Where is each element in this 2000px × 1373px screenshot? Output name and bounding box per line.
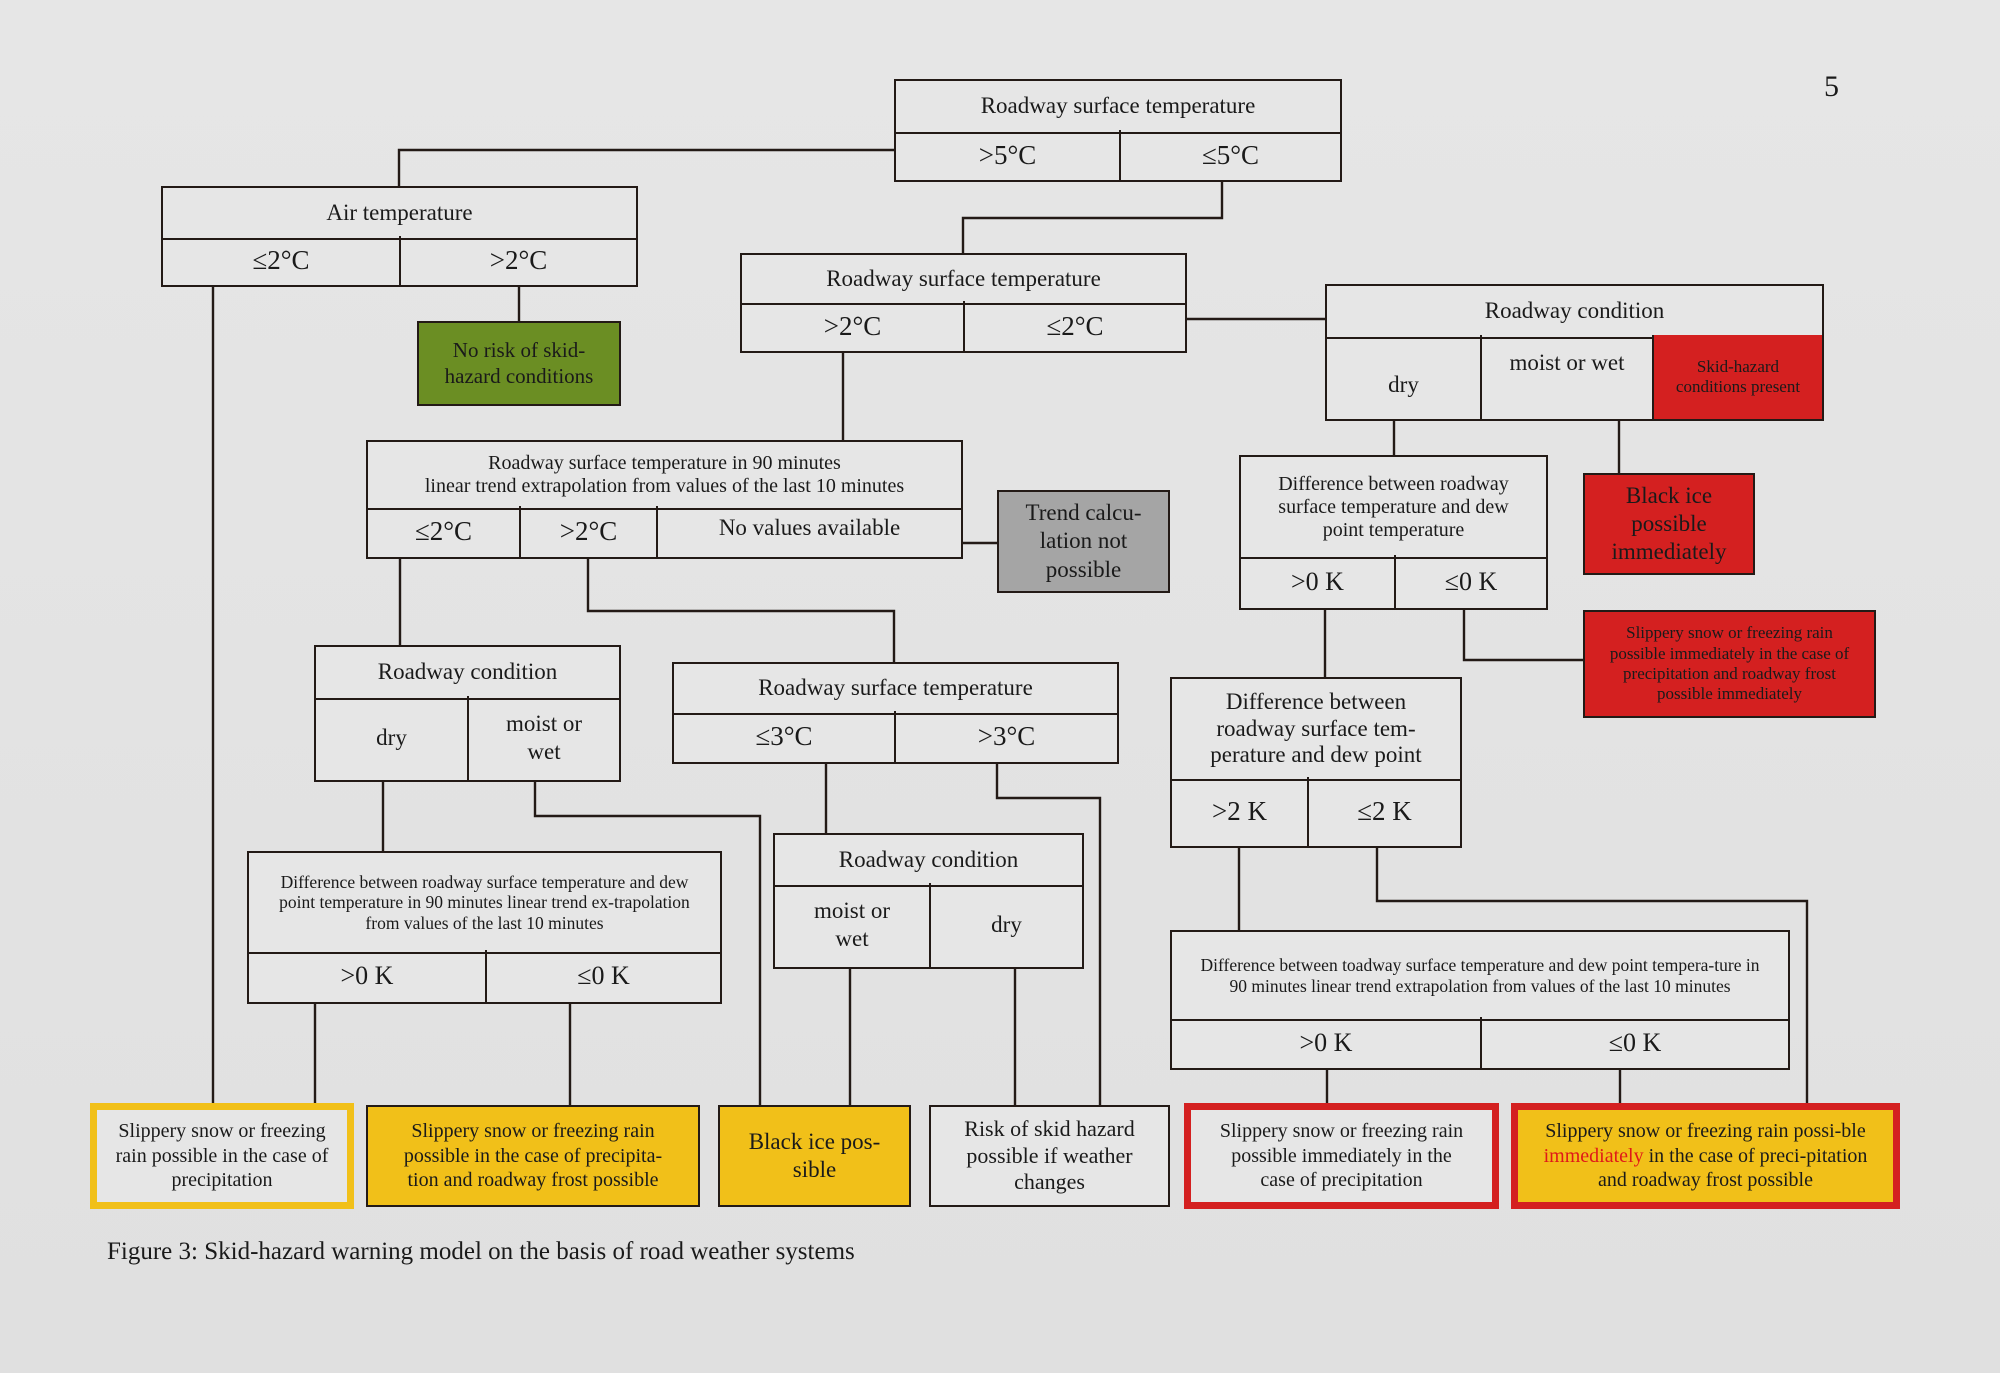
connector	[961, 182, 1224, 253]
option-gt-2c: >2°C	[489, 245, 548, 276]
decision-dew-trend-right: Difference between toadway surface tempe…	[1170, 930, 1790, 1070]
decision-air-temperature: Air temperature ≤2°C >2°C	[161, 186, 638, 287]
outcome-slippery-immediately-frost: Slippery snow or freezing rain possi-ble…	[1511, 1103, 1900, 1209]
figure-caption: Figure 3: Skid-hazard warning model on t…	[107, 1238, 855, 1265]
option-le-2c: ≤2°C	[163, 236, 401, 285]
option-no-values: No values available	[718, 515, 901, 540]
outcome-text: Trend calcu-lation not possible	[1025, 500, 1142, 582]
decision-title: Air temperature	[163, 188, 636, 240]
outcome-trend-not-possible: Trend calcu-lation not possible	[997, 490, 1170, 593]
outcome-text: Black ice possible immediately	[1611, 482, 1727, 565]
option-le-5c: ≤5°C	[1201, 139, 1260, 170]
page-number: 5	[1824, 70, 1839, 103]
option-gt-0k: >0 K	[1241, 555, 1396, 608]
decision-title: Difference between toadway surface tempe…	[1172, 932, 1788, 1021]
option-le-2k: ≤2 K	[1357, 796, 1412, 827]
decision-title: Roadway surface temperature	[742, 255, 1185, 305]
option-gt-2k: >2 K	[1172, 777, 1309, 846]
option-moist-or-wet: moist or wet	[775, 883, 931, 967]
option-gt-5c: >5°C	[896, 130, 1121, 180]
connector	[1462, 610, 1583, 662]
option-le-0k: ≤0 K	[577, 961, 630, 991]
connector	[1375, 848, 1809, 1105]
outcome-text: Slippery snow or freezing rain possible …	[115, 1120, 329, 1192]
option-le-0k: ≤0 K	[1608, 1027, 1662, 1057]
decision-dew-diff-2: Difference between roadway surface tem-p…	[1170, 677, 1462, 848]
outcome-black-ice-possible: Black ice pos-sible	[718, 1105, 911, 1207]
option-gt-2c: >2°C	[521, 506, 658, 557]
outcome-black-ice-immediately: Black ice possible immediately	[1583, 473, 1755, 575]
outcome-no-risk: No risk of skid-hazard conditions	[417, 321, 621, 406]
option-gt-2c: >2°C	[742, 301, 965, 351]
option-dry: dry	[316, 696, 469, 780]
decision-title: Difference between roadway surface tem-p…	[1172, 679, 1460, 781]
decision-title: Difference between roadway surface tempe…	[1241, 457, 1546, 559]
decision-title: Roadway condition	[775, 835, 1082, 887]
decision-title-line1: Roadway surface temperature in 90 minute…	[488, 452, 841, 474]
option-gt-0k: >0 K	[249, 950, 487, 1002]
option-moist-or-wet: moist or wet	[505, 711, 583, 764]
decision-title: Roadway condition	[1327, 286, 1822, 339]
option-moist-or-wet: moist or wet	[1482, 335, 1654, 419]
decision-title: Roadway surface temperature	[896, 81, 1340, 134]
outcome-text: Slippery snow or freezing rain possible …	[1609, 623, 1850, 704]
option-le-2c: ≤2°C	[368, 506, 521, 557]
option-le-2c: ≤2°C	[1046, 310, 1104, 341]
option-le-3c: ≤3°C	[674, 711, 896, 762]
outcome-text-highlight: immediately	[1543, 1144, 1644, 1167]
outcome-text: No risk of skid-hazard conditions	[444, 337, 594, 388]
outcome-text: Black ice pos-sible	[748, 1128, 881, 1182]
outcome-slippery-precipitation-frost: Slippery snow or freezing rain possible …	[366, 1105, 700, 1207]
decision-title: Difference between roadway surface tempe…	[249, 853, 720, 954]
connector	[586, 559, 896, 662]
decision-dew-trend-left: Difference between roadway surface tempe…	[247, 851, 722, 1004]
decision-roadway-surface-temp-top: Roadway surface temperature >5°C ≤5°C	[894, 79, 1342, 182]
option-dry: dry	[991, 912, 1022, 938]
option-gt-0k: >0 K	[1172, 1017, 1482, 1068]
connector	[397, 148, 894, 186]
decision-roadway-condition-left: Roadway condition dry moist or wet	[314, 645, 621, 782]
outcome-slippery-immediately: Slippery snow or freezing rain possible …	[1184, 1103, 1499, 1209]
outcome-text: Slippery snow or freezing rain possible …	[1219, 1120, 1464, 1192]
decision-title: Roadway condition	[316, 647, 619, 700]
decision-title: Roadway surface temperature	[674, 664, 1117, 715]
outcome-slippery-immediately-frost: Slippery snow or freezing rain possible …	[1583, 610, 1876, 718]
decision-title-line2: linear trend extrapolation from values o…	[424, 475, 905, 497]
outcome-risk-if-weather-changes: Risk of skid hazard possible if weather …	[929, 1105, 1170, 1207]
outcome-slippery-precipitation: Slippery snow or freezing rain possible …	[90, 1103, 354, 1209]
option-dry: dry	[1327, 335, 1482, 419]
decision-roadway-condition-mid: Roadway condition moist or wet dry	[773, 833, 1084, 969]
decision-roadway-surface-temp-3: Roadway surface temperature ≤3°C >3°C	[672, 662, 1119, 764]
connector	[995, 764, 1102, 1105]
outcome-text: Risk of skid hazard possible if weather …	[964, 1115, 1135, 1195]
connector	[533, 782, 762, 1105]
decision-roadway-surface-temp-2: Roadway surface temperature >2°C ≤2°C	[740, 253, 1187, 353]
option-gt-3c: >3°C	[977, 721, 1036, 752]
outcome-skid-hazard-present: Skid-hazard conditions present	[1654, 335, 1822, 419]
outcome-text-after: in the case of preci-pitation and roadwa…	[1598, 1144, 1868, 1192]
decision-rst-trend: Roadway surface temperature in 90 minute…	[366, 440, 963, 559]
outcome-text-before: Slippery snow or freezing rain possi-ble	[1545, 1120, 1866, 1143]
outcome-text: Slippery snow or freezing rain possible …	[403, 1120, 663, 1192]
decision-dew-diff-right: Difference between roadway surface tempe…	[1239, 455, 1548, 610]
outcome-text: Slippery snow or freezing rain possi-ble…	[1540, 1119, 1871, 1192]
decision-roadway-condition-right: Roadway condition dry moist or wet Skid-…	[1325, 284, 1824, 421]
option-le-0k: ≤0 K	[1444, 566, 1498, 596]
